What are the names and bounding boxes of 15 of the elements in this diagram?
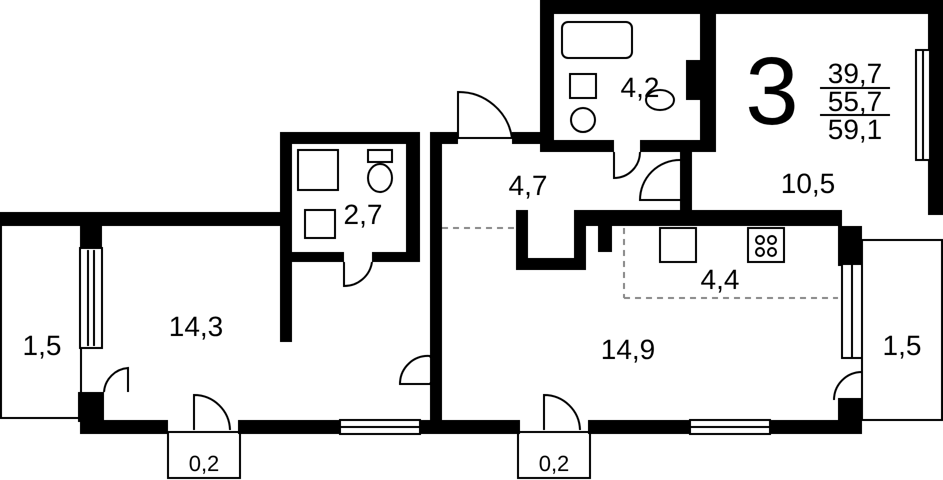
- area-value: 55,7: [828, 88, 882, 116]
- room-area: 0,2: [188, 453, 220, 475]
- room-count: 3: [745, 44, 799, 140]
- room-area: 14,3: [168, 313, 224, 341]
- room-area: 4,4: [700, 266, 740, 294]
- room-area: 0,2: [538, 453, 570, 475]
- room-area: 1,5: [22, 332, 62, 360]
- room-area: 1,5: [882, 332, 922, 360]
- room-area: 4,2: [620, 74, 660, 102]
- area-value: 59,1: [828, 116, 882, 144]
- room-area: 14,9: [600, 336, 656, 364]
- room-area: 2,7: [344, 201, 382, 229]
- room-area: 10,5: [780, 170, 836, 198]
- room-area: 4,7: [508, 172, 548, 200]
- area-value: 39,7: [828, 60, 882, 88]
